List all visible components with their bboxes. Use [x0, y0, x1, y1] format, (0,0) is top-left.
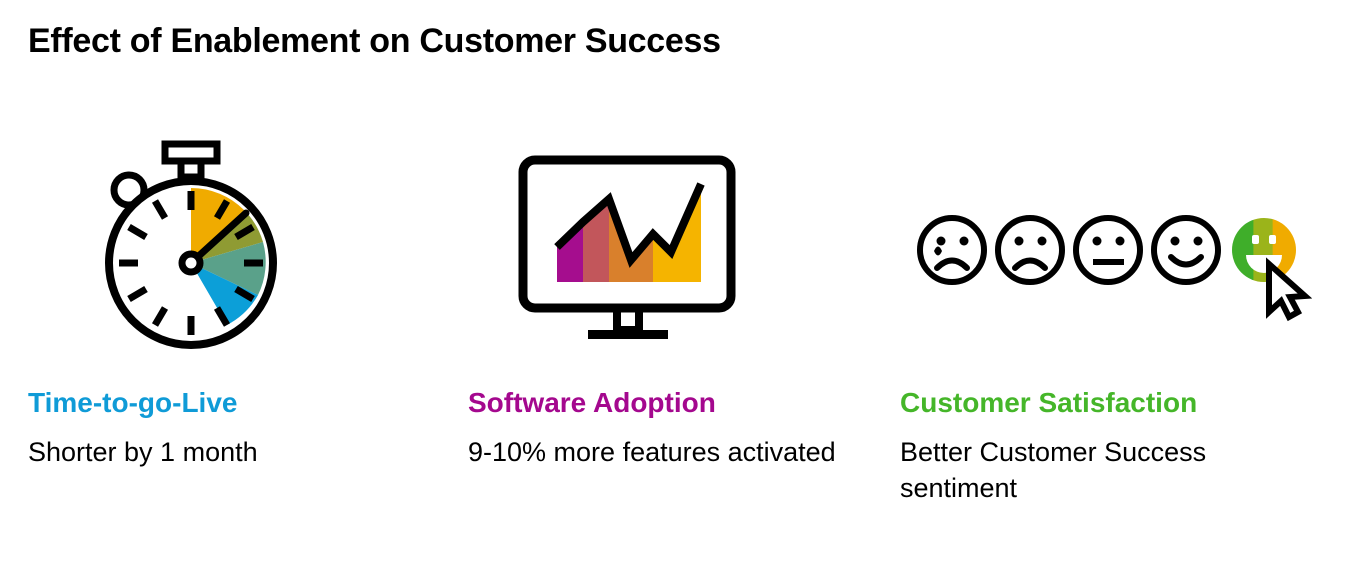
face-very-unhappy[interactable] [917, 215, 987, 285]
column-customer-satisfaction: Customer Satisfaction Better Customer Su… [900, 130, 1340, 550]
monitor-chart-icon [518, 155, 736, 339]
face-neutral[interactable] [1073, 215, 1143, 285]
stopwatch-icon [105, 140, 277, 349]
face-very-happy-selected[interactable] [1232, 218, 1296, 282]
column-heading-customer-satisfaction: Customer Satisfaction [900, 387, 1198, 418]
face-unhappy[interactable] [995, 215, 1065, 285]
face-happy[interactable] [1151, 215, 1221, 285]
column-heading-time-to-go-live: Time-to-go-Live [28, 387, 238, 418]
column-software-adoption: Software Adoption 9-10% more features ac… [468, 130, 908, 550]
columns-container: Time-to-go-Live Shorter by 1 month [0, 130, 1358, 550]
column-body-time-to-go-live: Shorter by 1 month [28, 437, 258, 467]
icon-area-time-to-go-live [28, 130, 468, 360]
column-body-customer-satisfaction: Better Customer Success sentiment [900, 437, 1207, 503]
icon-area-customer-satisfaction [900, 130, 1340, 360]
arrow-cursor [1266, 257, 1312, 322]
monitor-chart-area [554, 182, 705, 282]
column-body-software-adoption: 9-10% more features activated [468, 437, 836, 467]
column-time-to-go-live: Time-to-go-Live Shorter by 1 month [28, 130, 468, 550]
icon-area-software-adoption [468, 130, 908, 360]
page-title: Effect of Enablement on Customer Success [28, 22, 721, 60]
column-heading-software-adoption: Software Adoption [468, 387, 716, 418]
satisfaction-faces-icon [917, 215, 1312, 322]
